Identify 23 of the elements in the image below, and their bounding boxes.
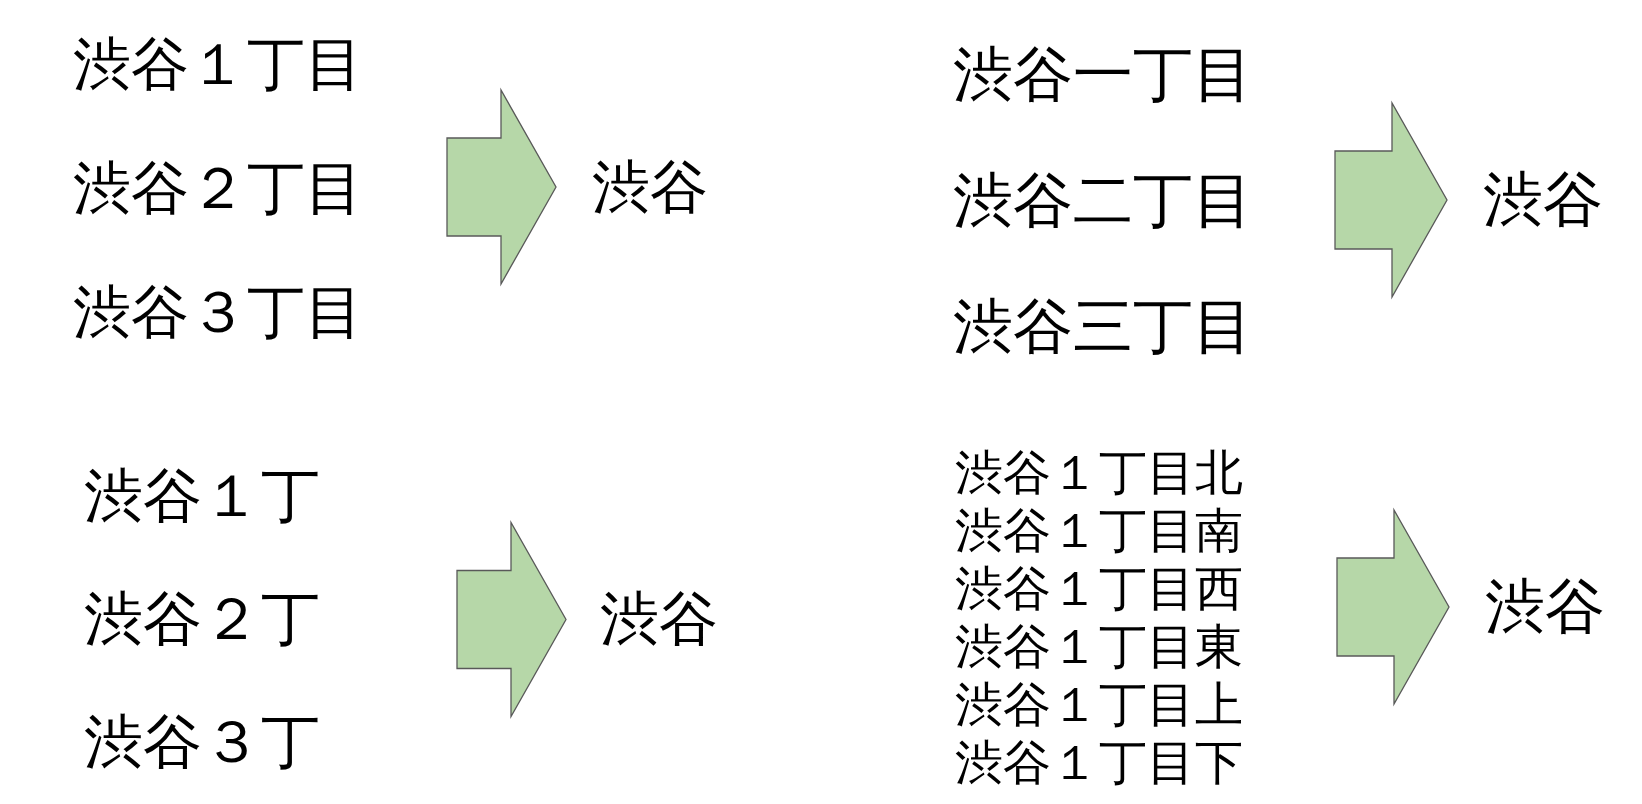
place-name: 渋谷 [592,158,708,216]
address-line: 渋谷１丁目 [73,35,363,93]
place-name: 渋谷 [1483,170,1603,230]
block-arrow [1336,507,1450,707]
address-line: 渋谷１丁目北 [955,449,1243,497]
address-line: 渋谷１丁目上 [955,681,1243,729]
block-arrow [1334,100,1448,300]
address-line: 渋谷１丁目西 [955,565,1243,613]
address-line: 渋谷１丁目下 [955,739,1243,787]
address-line: 渋谷二丁目 [953,171,1253,231]
place-name: 渋谷 [1485,577,1605,637]
block-arrow [456,520,567,719]
address-line: 渋谷一丁目 [953,45,1253,105]
place-name: 渋谷 [600,590,718,649]
address-line: 渋谷２丁目 [73,159,363,217]
address-line: 渋谷２丁 [84,590,320,649]
address-line: 渋谷３丁目 [73,283,363,341]
address-line: 渋谷１丁 [84,467,320,526]
address-line: 渋谷１丁目南 [955,507,1243,555]
address-line: 渋谷３丁 [84,713,320,772]
block-arrow [446,87,557,287]
address-line: 渋谷１丁目東 [955,623,1243,671]
address-line: 渋谷三丁目 [953,297,1253,357]
